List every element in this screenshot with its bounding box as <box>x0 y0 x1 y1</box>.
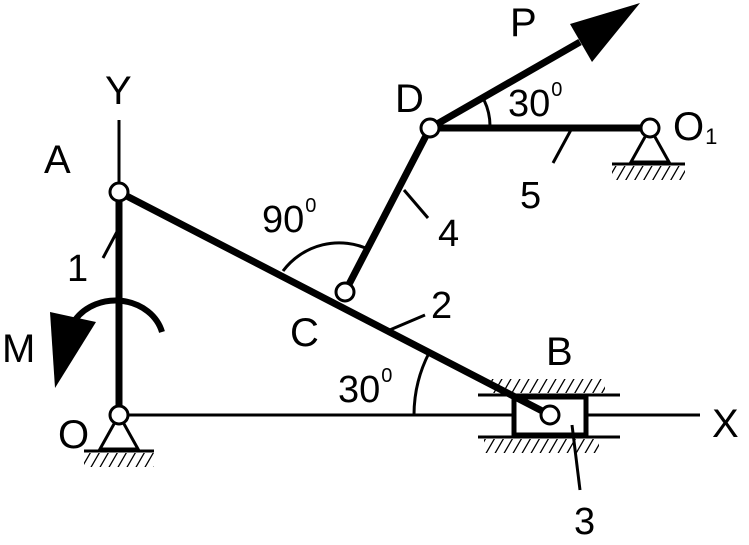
joint-d <box>419 117 441 139</box>
label-link-2: 2 <box>431 285 452 327</box>
label-angle-c: 900 <box>262 195 316 241</box>
label-point-c: C <box>290 311 319 355</box>
label-point-a: A <box>44 138 71 182</box>
joint-a <box>108 181 130 203</box>
joint-o1 <box>639 117 661 139</box>
link-2-ab <box>117 188 552 419</box>
leader-4 <box>402 189 430 219</box>
label-pivot-o1-sub: 1 <box>705 124 717 149</box>
label-moment-m: M <box>2 327 35 371</box>
leader-3 <box>570 424 582 491</box>
joint-o <box>108 404 130 426</box>
ground-support-o <box>84 411 154 467</box>
leader-5 <box>551 127 574 164</box>
angle-arc-c <box>281 241 371 272</box>
angle-d-mark: 0 <box>551 79 562 101</box>
label-link-4: 4 <box>438 213 459 255</box>
angle-c-value: 90 <box>262 199 304 241</box>
label-force-p: P <box>510 1 537 45</box>
angle-b-value: 30 <box>338 369 380 411</box>
link-4-cd <box>341 126 434 294</box>
angle-c-mark: 0 <box>305 195 316 217</box>
label-point-b: B <box>546 330 573 374</box>
moment-m-arc <box>72 297 165 333</box>
label-link-3: 3 <box>574 501 595 540</box>
label-pivot-o1-main: O <box>673 105 704 149</box>
slider-guide <box>478 379 620 453</box>
label-pivot-o1: O1 <box>673 105 717 149</box>
leader-1 <box>101 227 121 259</box>
label-angle-b: 300 <box>338 365 392 411</box>
moment-m-arrowhead <box>50 312 96 388</box>
force-p-shaft <box>428 38 582 132</box>
joint-c <box>334 281 356 303</box>
label-origin: O <box>58 413 89 457</box>
angle-arc-d <box>482 99 492 129</box>
ground-support-o1 <box>612 124 685 180</box>
angle-d-value: 30 <box>508 83 550 125</box>
force-p-arrowhead <box>570 3 640 62</box>
label-link-5: 5 <box>520 175 541 217</box>
angle-arc-b <box>412 352 431 416</box>
label-point-d: D <box>395 77 424 121</box>
label-y-axis: Y <box>105 69 132 113</box>
joint-b <box>539 404 561 426</box>
label-x-axis: X <box>712 402 739 446</box>
label-link-1: 1 <box>67 248 88 290</box>
angle-b-mark: 0 <box>381 365 392 387</box>
leader-2 <box>384 313 426 334</box>
label-angle-d: 300 <box>508 79 562 125</box>
